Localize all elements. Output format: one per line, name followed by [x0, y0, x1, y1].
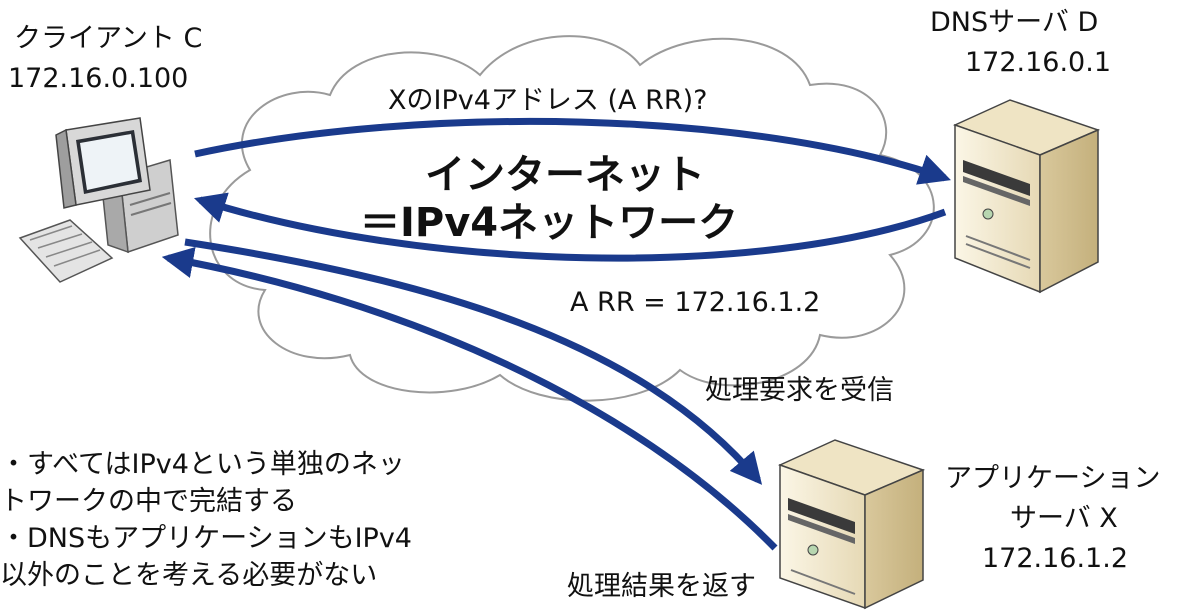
bullet-line: ・すべてはIPv4という単独のネッ: [0, 449, 405, 480]
bullet-notes: ・すべてはIPv4という単独のネッ トワークの中で完結する ・DNSもアプリケー…: [0, 446, 412, 594]
cloud-title-line1: インターネット: [425, 152, 705, 198]
cloud-title-line2: ＝IPv4ネットワーク: [360, 200, 739, 246]
app-server-ip: 172.16.1.2: [982, 543, 1128, 574]
app-server-name-line1: アプリケーション: [945, 463, 1161, 494]
client-name: クライアント C: [14, 23, 203, 54]
request-received-label: 処理要求を受信: [705, 375, 894, 406]
response-arrow: [161, 246, 778, 551]
client-pc-icon: [18, 117, 179, 283]
app-server-name-line2: サーバ X: [1010, 503, 1118, 534]
dns-server-name: DNSサーバ D: [930, 7, 1099, 38]
client-ip: 172.16.0.100: [8, 63, 189, 94]
dns-answer-arrow: [193, 192, 947, 262]
dns-query-label: XのIPv4アドレス (A RR)?: [388, 85, 708, 116]
result-returned-label: 処理結果を返す: [567, 571, 756, 602]
app-server-icon: [777, 439, 926, 610]
bullet-line: ・DNSもアプリケーションもIPv4: [0, 523, 412, 554]
bullet-line: 以外のことを考える必要がない: [0, 560, 378, 591]
dns-answer-label: A RR = 172.16.1.2: [570, 287, 821, 318]
dns-server-icon: [952, 99, 1101, 294]
bullet-line: トワークの中で完結する: [0, 486, 297, 517]
request-arrow: [184, 238, 763, 485]
dns-query-arrow: [194, 117, 951, 185]
dns-server-ip: 172.16.0.1: [965, 47, 1111, 78]
